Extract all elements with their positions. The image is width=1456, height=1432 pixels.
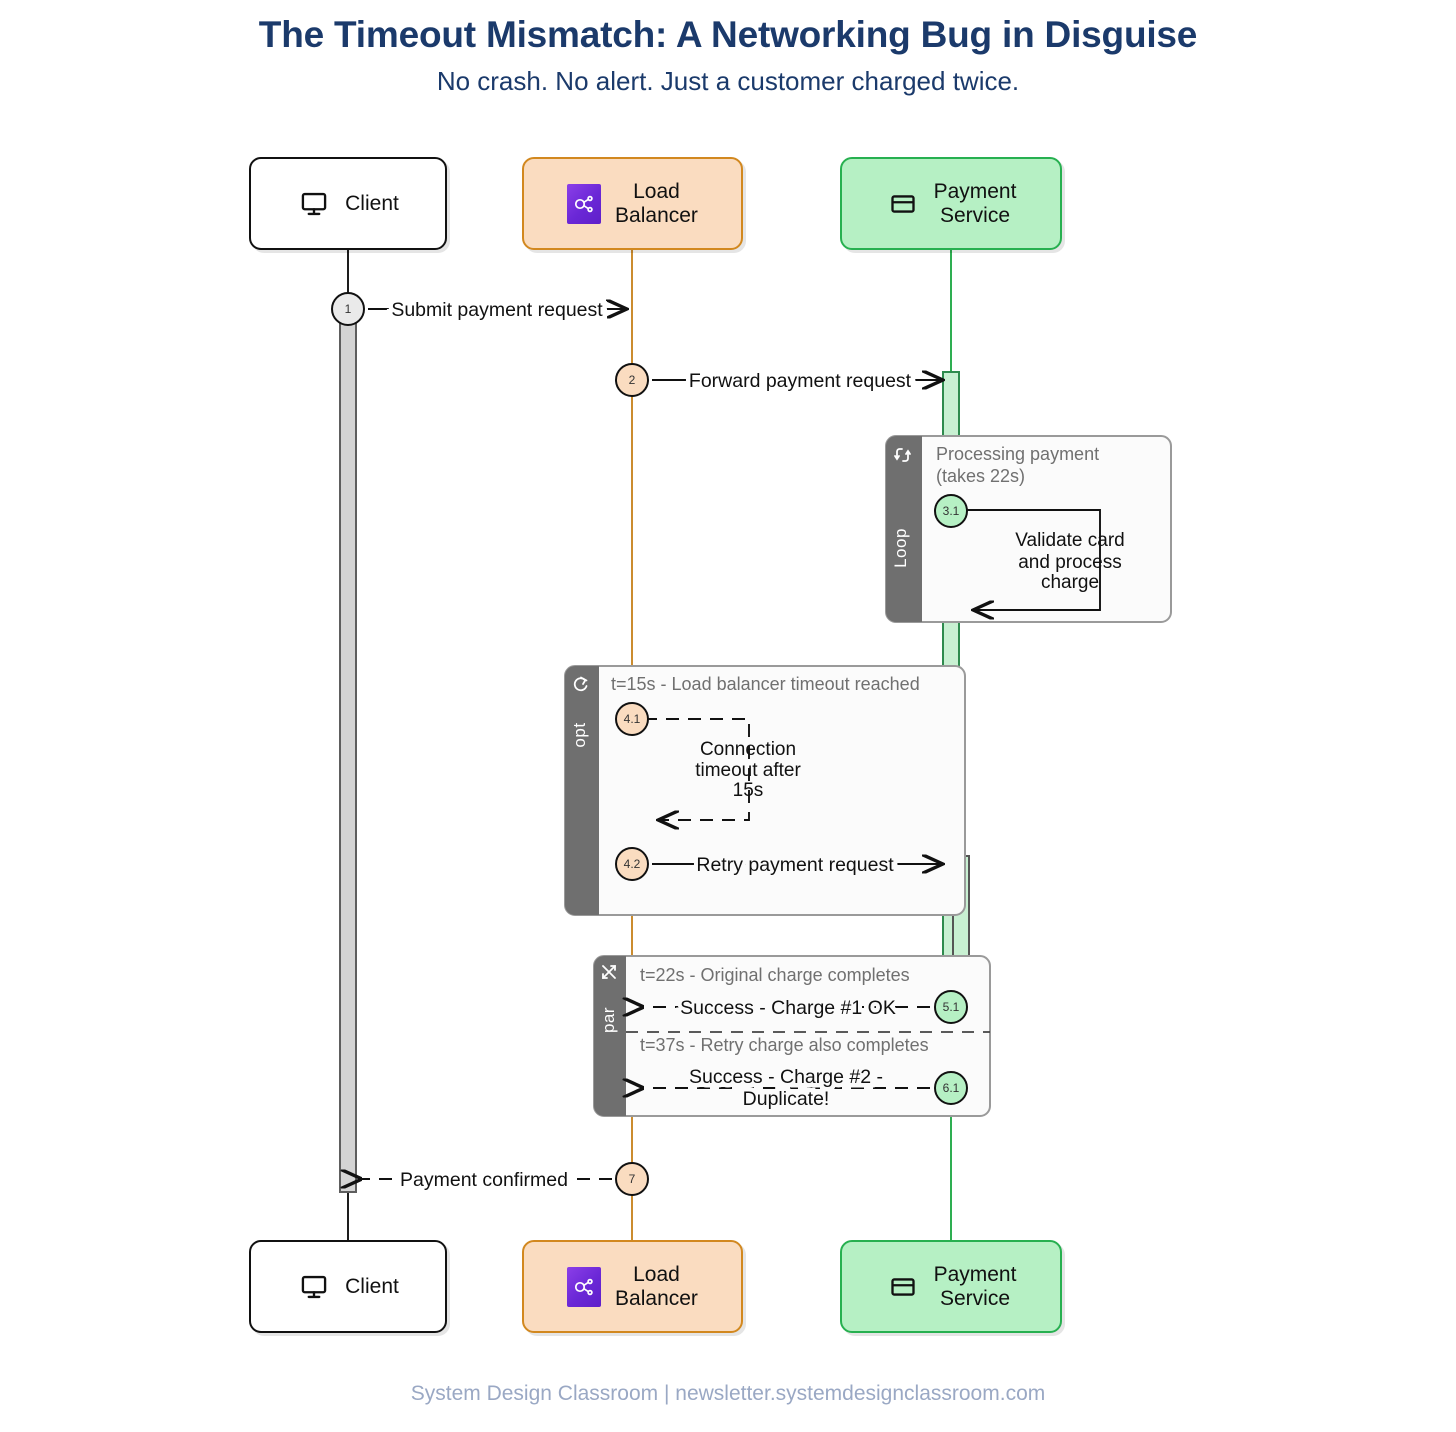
- message-4-2-label: Retry payment request: [696, 854, 894, 876]
- message-6-1-label-line1: Success - Charge #2 -: [689, 1066, 883, 1088]
- message-2: Forward payment request 2: [615, 363, 941, 397]
- seq-bubble-4-2-label: 4.2: [624, 857, 641, 871]
- activation-bar-client: [339, 311, 357, 1193]
- fragment-loop-condition-line2: (takes 22s): [936, 466, 1025, 486]
- seq-bubble-2: [615, 363, 649, 397]
- fragment-opt-label: opt: [570, 722, 589, 747]
- monitor-icon: [297, 1270, 331, 1304]
- message-1: Submit payment request 1: [331, 292, 625, 326]
- message-1-label: Submit payment request: [391, 299, 603, 321]
- fragment-par: par t=22s - Original charge completes Su…: [593, 955, 991, 1117]
- network-icon: [567, 183, 602, 224]
- fragment-loop: Loop Processing payment (takes 22s) Vali…: [885, 435, 1172, 623]
- rotate-arrow-icon: [573, 676, 588, 692]
- fragment-opt: opt t=15s - Load balancer timeout reache…: [564, 665, 966, 916]
- page-header: The Timeout Mismatch: A Networking Bug i…: [0, 0, 1456, 97]
- fragment-par-condition-2: t=37s - Retry charge also completes: [640, 1035, 929, 1055]
- fragment-loop-label: Loop: [891, 528, 910, 568]
- participant-load-balancer-top[interactable]: Load Balancer: [522, 157, 743, 250]
- credit-card-icon: [886, 1270, 920, 1304]
- message-7: Payment confirmed 7: [360, 1162, 649, 1196]
- fragment-loop-condition-line1: Processing payment: [936, 444, 1099, 464]
- message-5-1-label: Success - Charge #1 OK: [680, 997, 896, 1019]
- seq-bubble-6-1: [934, 1071, 968, 1105]
- seq-bubble-3-1-label: 3.1: [943, 504, 960, 518]
- self-message-4-1-label-line3: 15s: [733, 780, 764, 801]
- fragment-opt-tab: [565, 666, 599, 915]
- monitor-icon: [297, 187, 331, 221]
- participant-client-bottom[interactable]: Client: [249, 1240, 447, 1333]
- seq-bubble-5-1-label: 5.1: [943, 1000, 960, 1014]
- participant-load-balancer-bottom[interactable]: Load Balancer: [522, 1240, 743, 1333]
- self-message-3-1-label-line1: Validate card: [1015, 530, 1125, 551]
- fragment-par-condition-1: t=22s - Original charge completes: [640, 965, 910, 985]
- seq-bubble-4-1-label: 4.1: [624, 712, 641, 726]
- seq-bubble-7-label: 7: [629, 1172, 636, 1186]
- loop-arrows-icon: [894, 448, 911, 462]
- fragment-loop-tab: [886, 436, 922, 622]
- seq-bubble-2-label: 2: [629, 373, 636, 387]
- seq-bubble-4-2: [615, 847, 649, 881]
- self-message-4-1-path: [644, 718, 750, 820]
- footer-attribution: System Design Classroom | newsletter.sys…: [410, 1382, 1046, 1405]
- participant-client-top-label: Client: [345, 191, 399, 215]
- participant-payment-service-top[interactable]: Payment Service: [840, 157, 1062, 250]
- participant-load-balancer-bottom-label: Load Balancer: [615, 1262, 698, 1310]
- participant-payment-service-bottom[interactable]: Payment Service: [840, 1240, 1062, 1333]
- message-7-label: Payment confirmed: [400, 1169, 568, 1191]
- self-message-4-1-label-line1: Connection: [700, 739, 796, 760]
- seq-bubble-5-1: [934, 990, 968, 1024]
- self-message-4-1-label-line2: timeout after: [695, 760, 801, 781]
- seq-bubble-4-1: [615, 702, 649, 736]
- self-message-3-1-path: [959, 509, 1101, 610]
- seq-bubble-1: [331, 292, 365, 326]
- message-2-label: Forward payment request: [689, 370, 912, 392]
- fragment-opt-condition: t=15s - Load balancer timeout reached: [611, 674, 920, 694]
- seq-bubble-1-label: 1: [345, 302, 352, 316]
- seq-bubble-3-1: [934, 494, 968, 528]
- self-message-3-1-label-line2: and process: [1018, 552, 1122, 573]
- participant-load-balancer-top-label: Load Balancer: [615, 179, 698, 227]
- cross-arrows-icon: [602, 965, 616, 979]
- seq-bubble-7: [615, 1162, 649, 1196]
- participant-client-bottom-label: Client: [345, 1274, 399, 1298]
- fragment-par-label: par: [599, 1007, 618, 1033]
- participant-client-top[interactable]: Client: [249, 157, 447, 250]
- network-icon: [567, 1266, 602, 1307]
- page-title: The Timeout Mismatch: A Networking Bug i…: [258, 14, 1198, 55]
- message-6-1-label-line2: Duplicate!: [743, 1088, 830, 1110]
- participant-payment-service-top-label: Payment Service: [933, 179, 1017, 227]
- self-message-3-1-label-line3: charge: [1041, 572, 1099, 593]
- page-subtitle: No crash. No alert. Just a customer char…: [436, 66, 1020, 96]
- seq-bubble-6-1-label: 6.1: [943, 1081, 960, 1095]
- fragment-par-tab: [594, 956, 626, 1116]
- participant-payment-service-bottom-label: Payment Service: [933, 1262, 1017, 1310]
- credit-card-icon: [886, 187, 920, 221]
